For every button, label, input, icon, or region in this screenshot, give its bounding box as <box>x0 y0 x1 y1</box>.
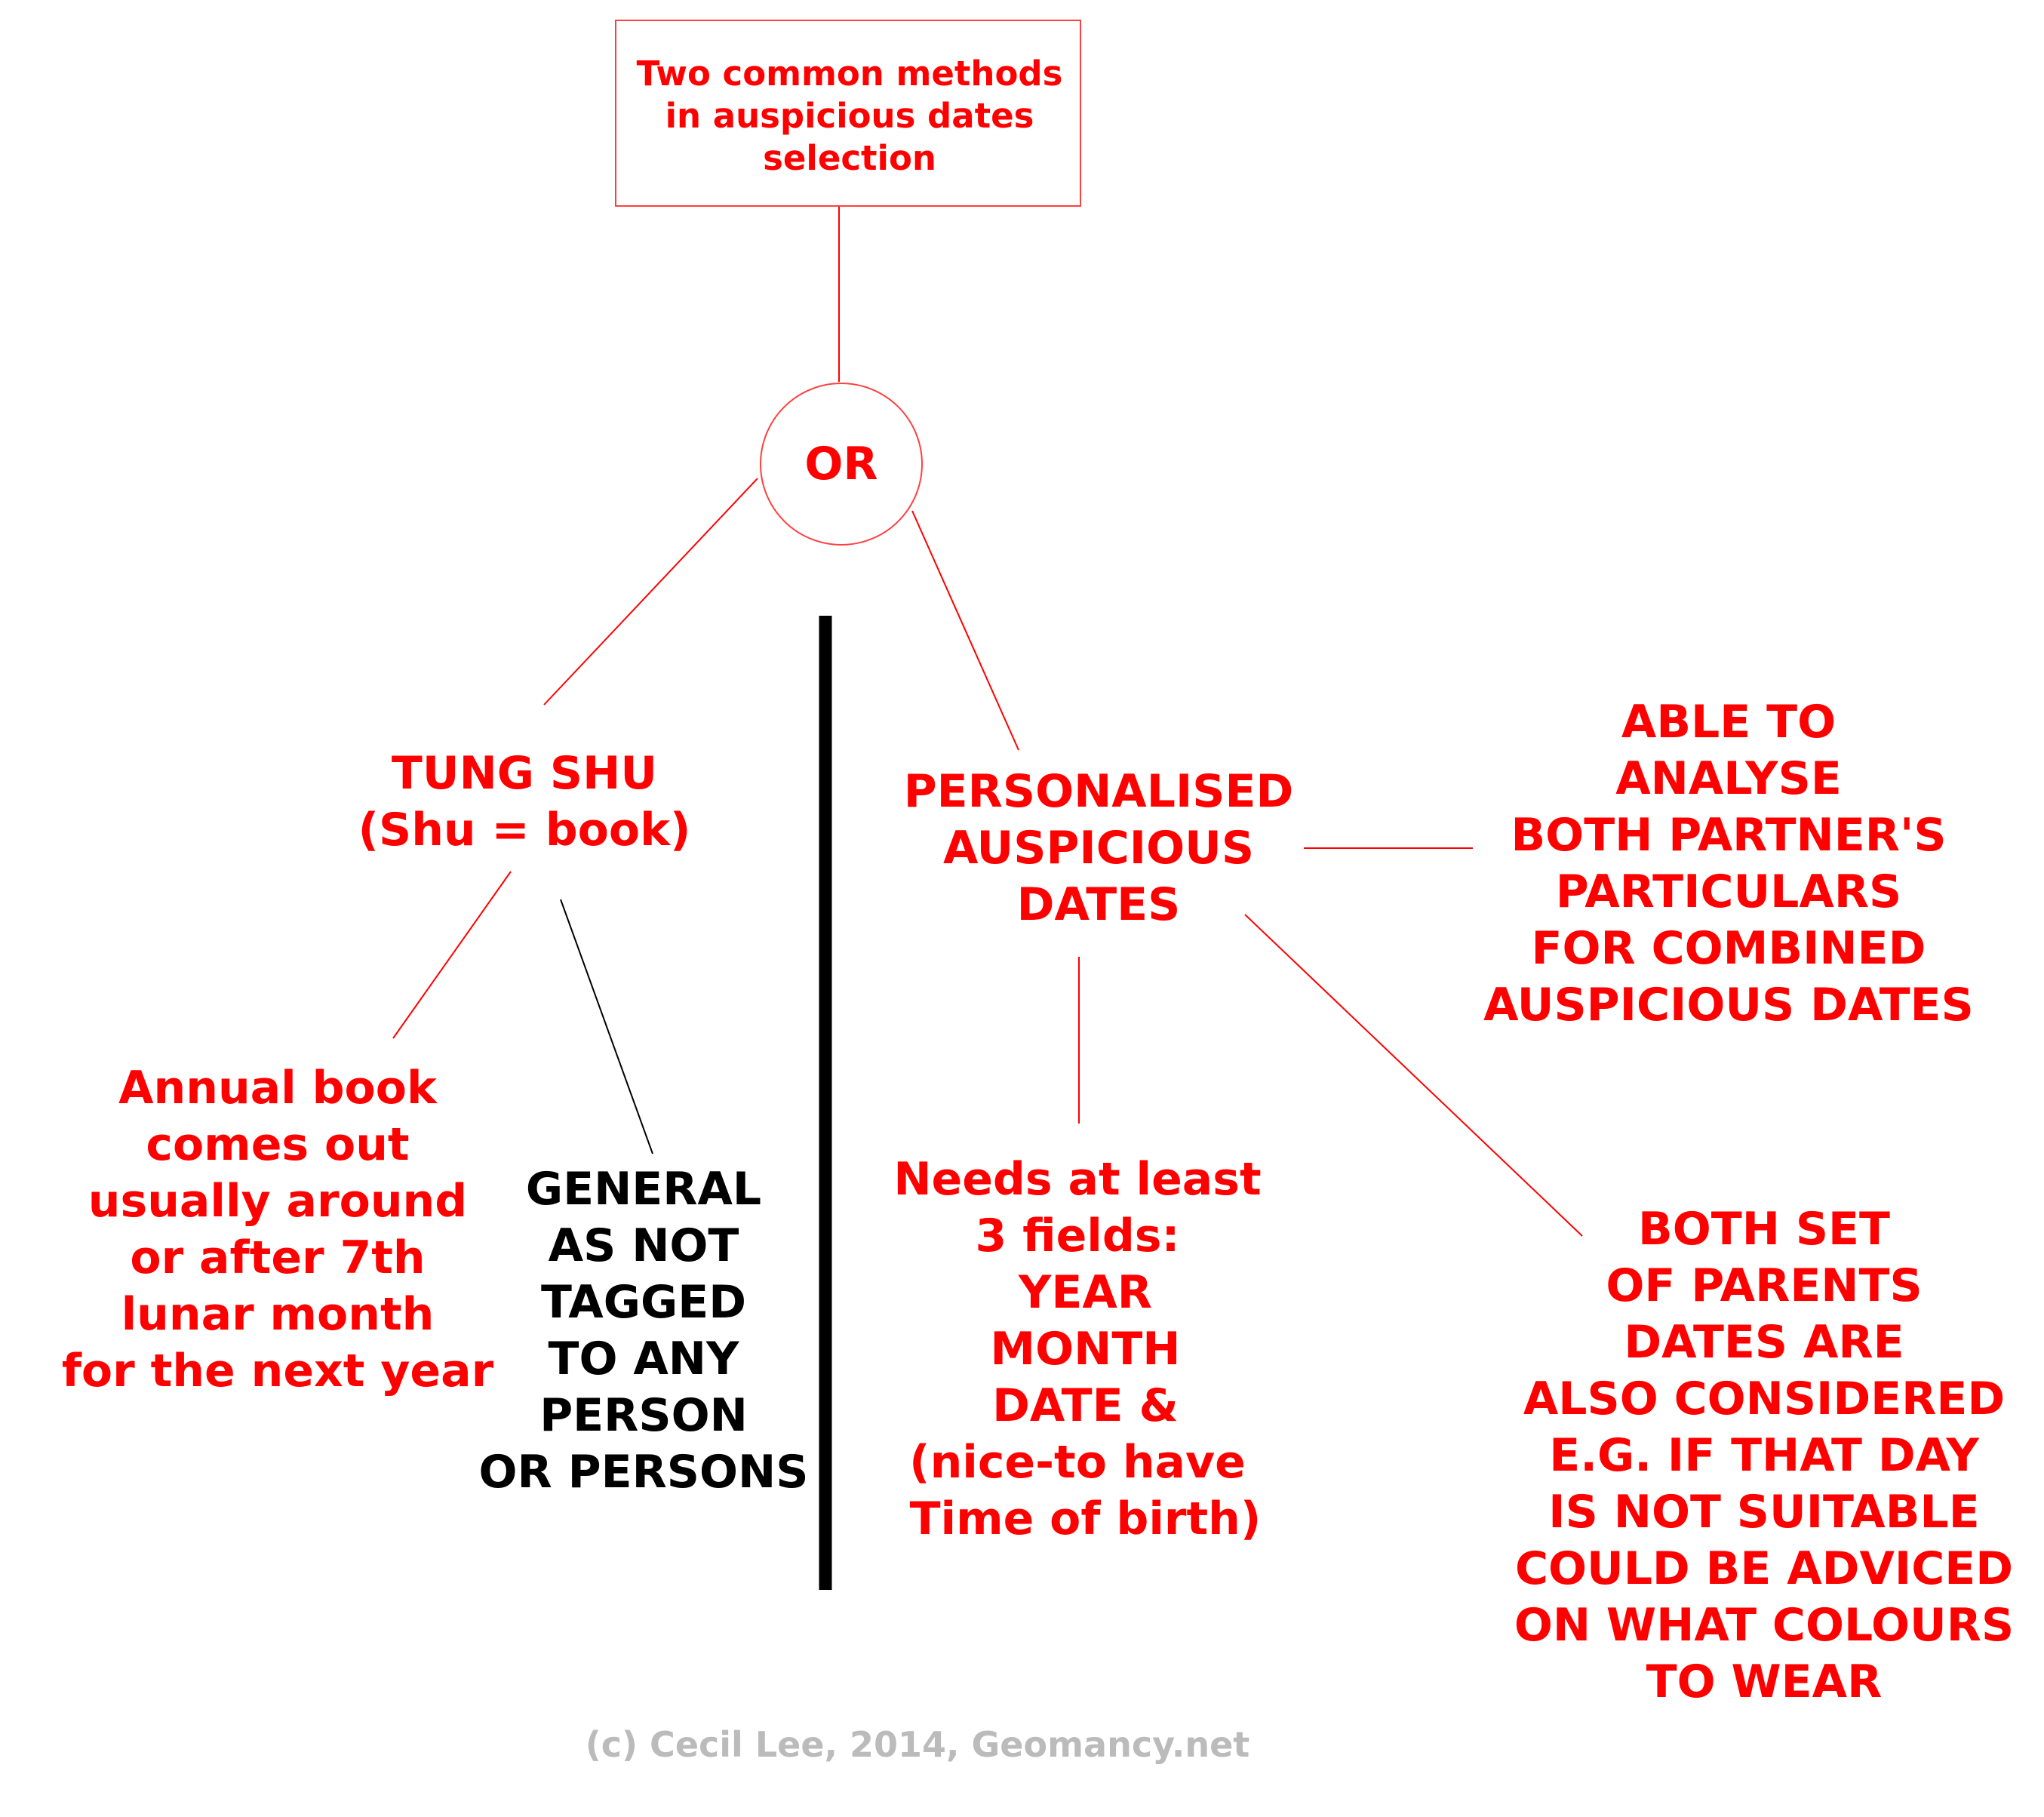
tung-shu-node: TUNG SHU (Shu = book) <box>358 747 691 856</box>
needs-fields-node: Needs at least 3 fields: YEAR MONTH DATE… <box>893 1153 1262 1545</box>
parents-node: BOTH SET OF PARENTS DATES ARE ALSO CONSI… <box>1514 1203 2015 1708</box>
connector-tungshu-annual <box>392 871 512 1039</box>
annual-book-node: Annual book comes out usually around or … <box>61 1062 494 1397</box>
title-box <box>615 20 1081 207</box>
copyright: (c) Cecil Lee, 2014, Geomancy.net <box>585 1724 1250 1765</box>
connector-tungshu-general <box>560 899 653 1154</box>
or-node <box>760 383 923 546</box>
connector-or-tungshu <box>543 478 758 706</box>
connector-or-personalised <box>911 510 1019 751</box>
able-to-analyse-node: ABLE TO ANALYSE BOTH PARTNER'S PARTICULA… <box>1483 696 1974 1031</box>
personalised-node: PERSONALISED AUSPICIOUS DATES <box>903 765 1294 931</box>
connector-personalised-parents <box>1244 914 1583 1237</box>
general-node: GENERAL AS NOT TAGGED TO ANY PERSON OR P… <box>478 1163 809 1499</box>
title-text: Two common methods in auspicious dates s… <box>636 54 1063 178</box>
or-label: OR <box>804 438 878 490</box>
